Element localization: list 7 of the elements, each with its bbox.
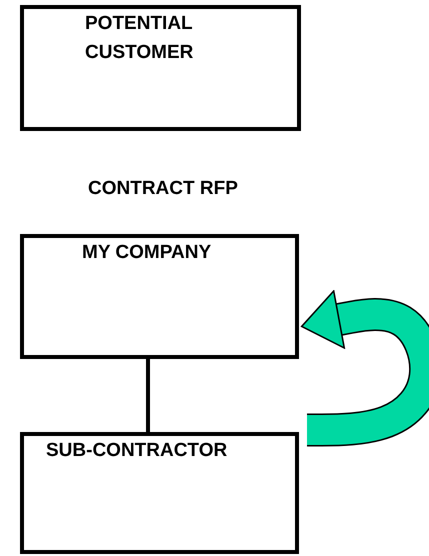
process-box xyxy=(20,234,299,359)
box-label: POTENTIAL CUSTOMER xyxy=(85,12,194,65)
box-label: SUB-CONTRACTOR xyxy=(46,439,228,463)
box-label: MY COMPANY xyxy=(82,241,212,265)
flow-label: CONTRACT RFP xyxy=(88,178,238,200)
process-box xyxy=(20,432,299,554)
process-box xyxy=(20,5,301,131)
